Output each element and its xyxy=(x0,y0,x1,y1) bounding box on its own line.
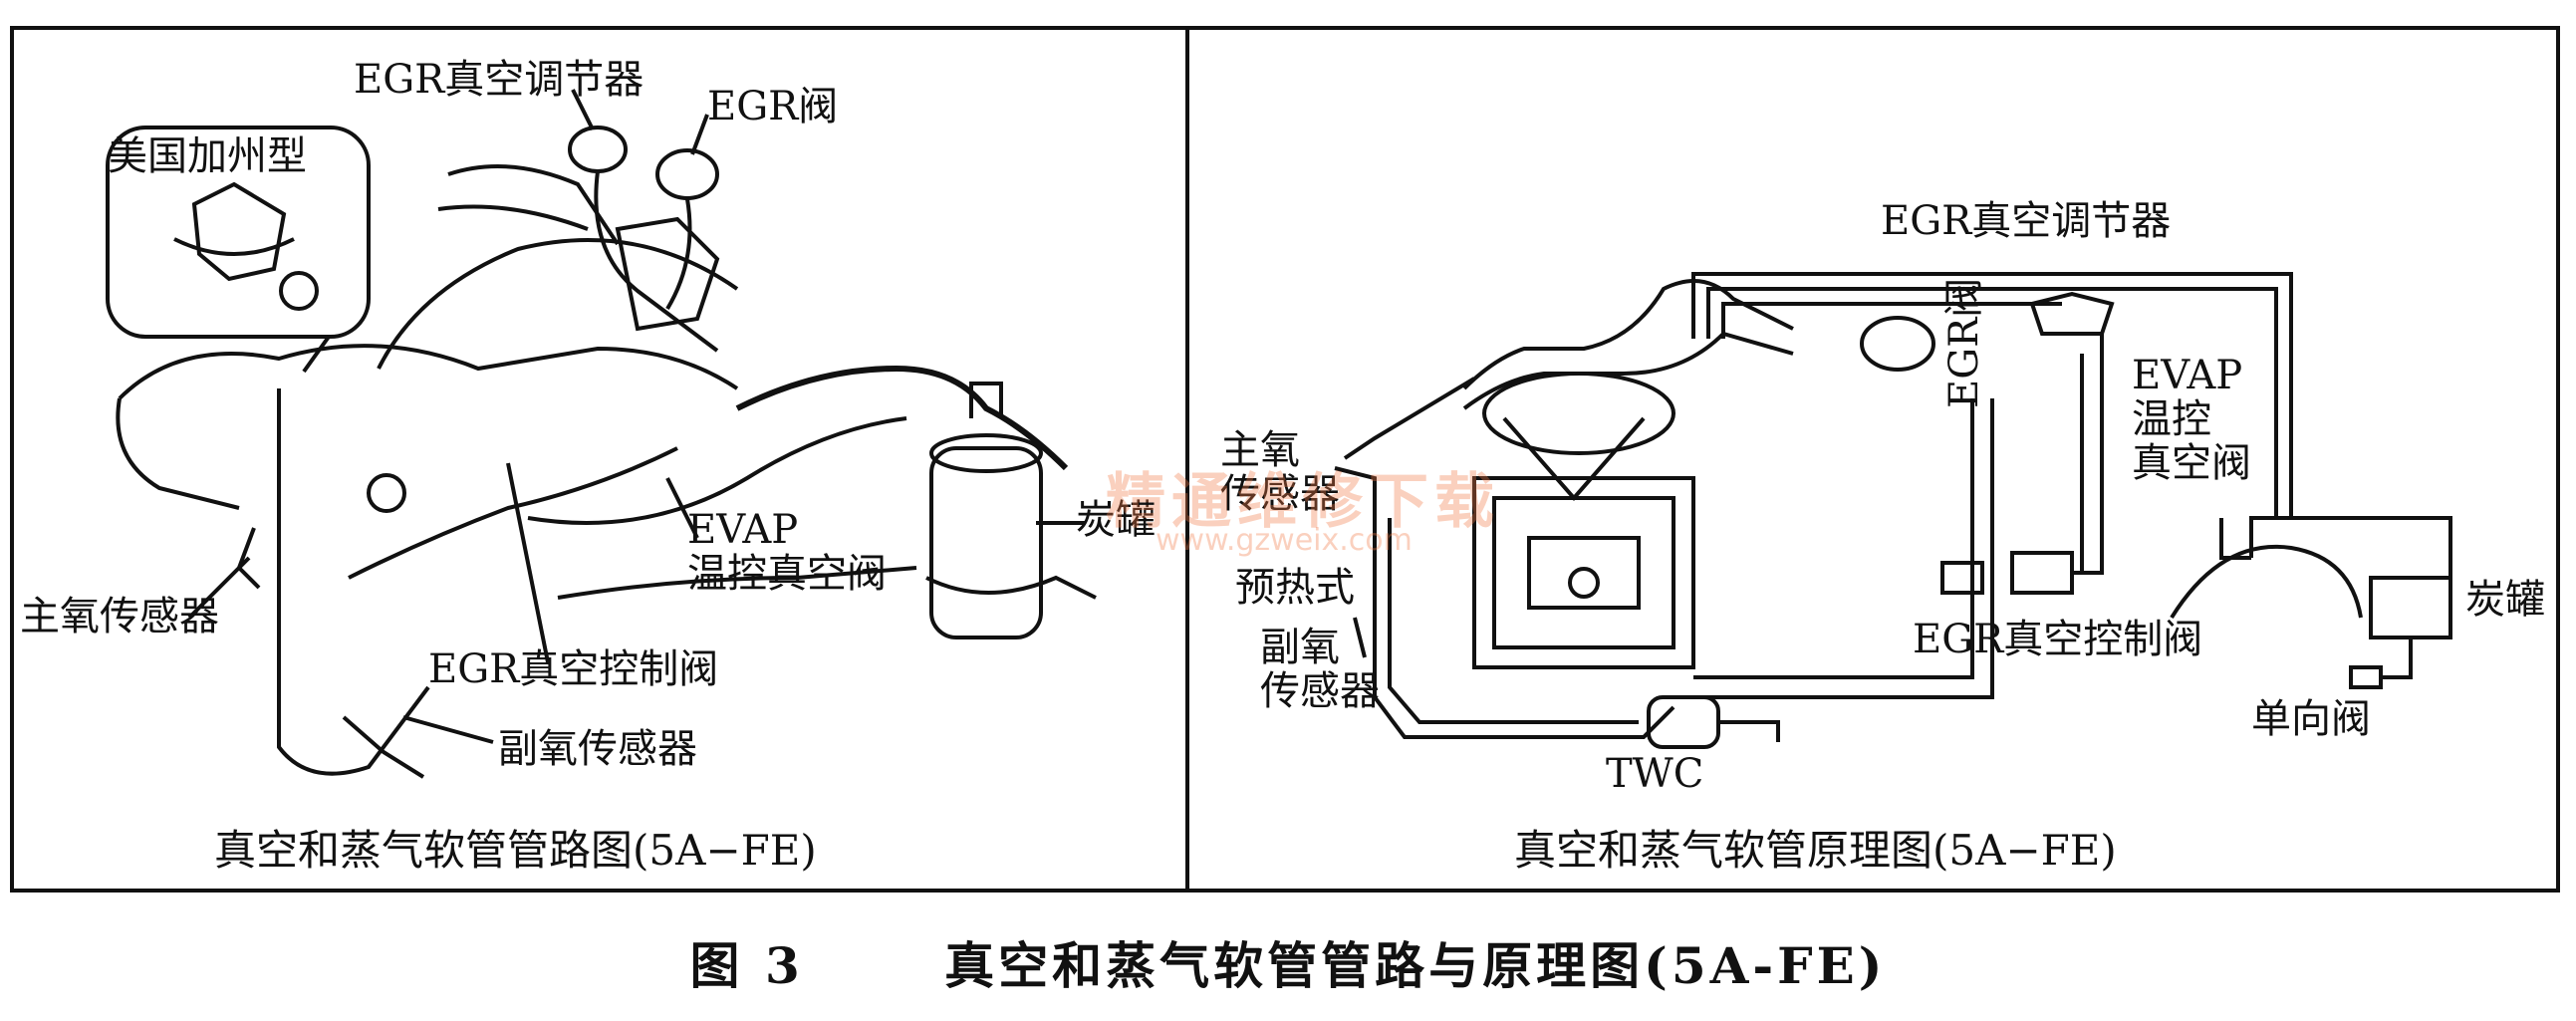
left-sub-o2-label: 副氧传感器 xyxy=(498,726,697,772)
left-egr-control-valve-label: EGR真空控制阀 xyxy=(428,646,719,692)
check-valve-shape xyxy=(2349,665,2383,689)
watermark-url: www.gzweix.com xyxy=(1156,523,1413,558)
right-schematic xyxy=(1334,272,2452,749)
california-inset-label: 美国加州型 xyxy=(108,133,307,179)
figure-frame xyxy=(10,26,2560,893)
right-evap-valve-label: EVAP 温控 真空阀 xyxy=(2132,353,2251,486)
evap-valve-shape xyxy=(2170,544,2363,620)
egr-valve-shape xyxy=(655,148,719,200)
engine-block-front xyxy=(277,388,430,776)
intake-manifold xyxy=(1462,279,1794,390)
right-panel-caption: 真空和蒸气软管原理图(5A−FE) xyxy=(1514,826,2117,875)
right-sub-o2-label: 副氧 传感器 xyxy=(1260,625,1380,714)
panel-divider xyxy=(1185,26,1189,893)
left-evap-valve-label: EVAP 温控真空阀 xyxy=(687,507,887,597)
right-main-o2-label: 主氧 传感器 xyxy=(1220,427,1340,517)
left-engine-sketch xyxy=(106,89,1097,779)
harness xyxy=(527,416,907,525)
left-egr-vacuum-regulator-label: EGR真空调节器 xyxy=(354,57,644,103)
evap-hose xyxy=(735,365,1069,471)
air-cleaner-housing xyxy=(1482,372,1675,455)
watermark: 精通维修下载 xyxy=(1106,467,1500,537)
right-check-valve-label: 单向阀 xyxy=(2251,696,2371,742)
hose-top-inner xyxy=(1706,287,2278,518)
canister-shape xyxy=(929,446,1043,639)
california-inset-box xyxy=(106,126,371,339)
right-egr-control-valve-label: EGR真空控制阀 xyxy=(1913,617,2203,662)
left-main-o2-label: 主氧传感器 xyxy=(20,594,219,639)
cylinder xyxy=(1492,496,1675,649)
evap-hose-right xyxy=(2249,516,2452,578)
hose-top-outer xyxy=(1691,272,2293,518)
egr-regulator-shape xyxy=(568,126,628,173)
left-canister-label: 炭罐 xyxy=(1076,497,1156,543)
egr-regulator-schematic xyxy=(2029,291,2115,336)
right-twc-label: TWC xyxy=(1606,751,1704,797)
inset-part xyxy=(191,181,287,282)
right-egr-vacuum-regulator-label: EGR真空调节器 xyxy=(1881,198,2172,244)
figure-caption: 图 3 真空和蒸气软管管路与原理图(5A-FE) xyxy=(0,926,2576,998)
figure-number: 图 3 xyxy=(689,936,804,995)
exhaust-pipe xyxy=(1373,518,1675,739)
right-preheat-label: 预热式 xyxy=(1235,565,1355,611)
canister-schematic xyxy=(2369,576,2452,639)
piston xyxy=(1527,536,1641,610)
left-egr-valve-label: EGR阀 xyxy=(707,84,839,129)
right-egr-valve-label: EGR阀 xyxy=(1941,277,1987,408)
egr-control-valve-shape xyxy=(2010,551,2074,595)
left-panel-caption: 真空和蒸气软管管路图(5A−FE) xyxy=(214,826,817,875)
egr-valve-schematic xyxy=(1860,316,1935,372)
figure-title: 真空和蒸气软管管路与原理图(5A-FE) xyxy=(944,936,1887,995)
sub-o2-sensor-shape xyxy=(342,715,425,779)
air-cleaner-top xyxy=(447,164,620,246)
right-canister-label: 炭罐 xyxy=(2465,577,2545,623)
